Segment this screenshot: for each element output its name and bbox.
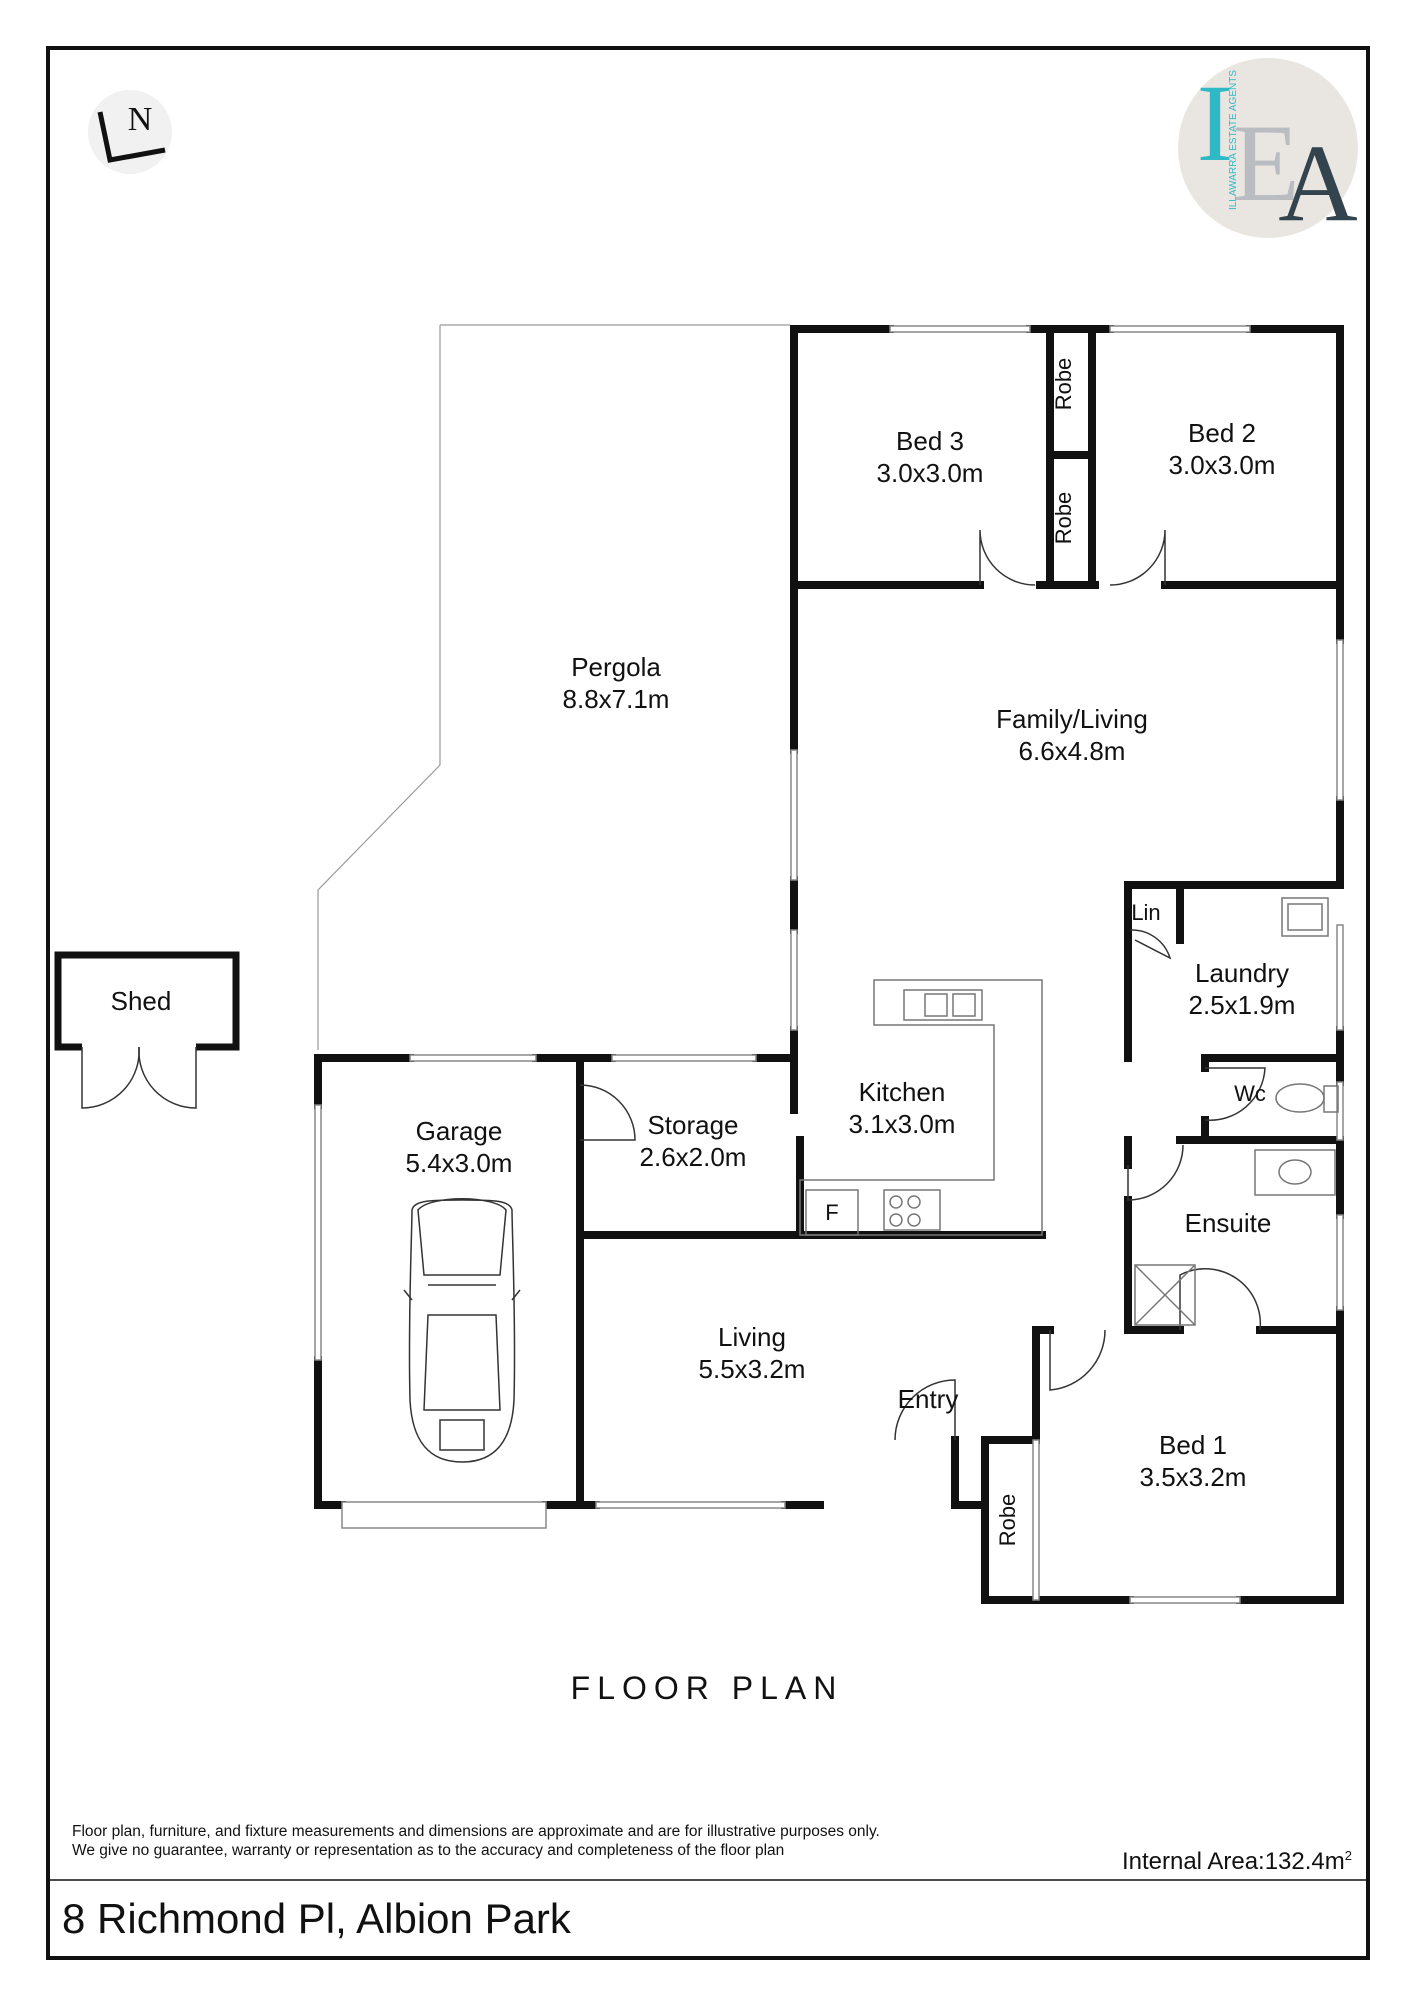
living-dim: 5.5x3.2m [699,1354,806,1384]
toilet [1275,1083,1325,1113]
internal-area: Internal Area:132.4m2 [1122,1848,1352,1876]
pergola-outline [317,324,790,1050]
entry-label: Entry [898,1384,959,1414]
garage-dim: 5.4x3.0m [406,1148,513,1178]
garage-name: Garage [416,1116,503,1146]
ensuite-vanity [1254,1149,1336,1196]
linen-label: Lin [1131,900,1160,925]
logo-text: ILLAWARRA ESTATE AGENTS [1228,70,1239,210]
family-name: Family/Living [996,704,1148,734]
storage-name: Storage [647,1110,738,1140]
shed [54,951,240,1109]
pergola-dim: 8.8x7.1m [563,684,670,714]
internal-area-label: Internal Area:132.4m [1121,1848,1345,1875]
property-address: 8 Richmond Pl, Albion Park [62,1895,571,1942]
bed3-name: Bed 3 [896,426,964,456]
exterior-walls [314,325,1344,1604]
kitchen-name: Kitchen [859,1077,946,1107]
internal-area-unit-sup: 2 [1344,1848,1352,1863]
logo-letter-e: E [1232,102,1299,224]
logo-letter-a: A [1278,122,1357,244]
kitchen-dim: 3.1x3.0m [849,1109,956,1139]
wc-label: Wc [1234,1081,1266,1106]
floor-plan-title: FLOOR PLAN [570,1670,844,1706]
robe-bed2-label: Robe [1051,492,1076,545]
laundry-dim: 2.5x1.9m [1189,990,1296,1020]
north-compass-icon: N [88,90,172,174]
ensuite-basin [1278,1159,1312,1185]
disclaimer: Floor plan, furniture, and fixture measu… [72,1822,1072,1860]
agency-logo: I E A ILLAWARRA ESTATE AGENTS [1178,58,1358,244]
ensuite-label: Ensuite [1185,1208,1272,1238]
room-labels: Pergola 8.8x7.1m Bed 3 3.0x3.0m Bed 2 3.… [111,358,1296,1547]
bed3-dim: 3.0x3.0m [877,458,984,488]
robe-bed1-label: Robe [995,1494,1020,1547]
laundry-tub [1281,897,1329,937]
robe-bed3-label: Robe [1051,358,1076,411]
family-dim: 6.6x4.8m [1019,736,1126,766]
pergola-name: Pergola [571,652,661,682]
compass-letter: N [128,101,153,138]
fridge-label: F [825,1200,838,1225]
windows [314,325,1344,1604]
doors [579,529,1266,1441]
bed1-dim: 3.5x3.2m [1140,1462,1247,1492]
kitchen-bench: F [799,979,1043,1236]
interior-walls [576,325,1344,1509]
shed-label: Shed [111,986,172,1016]
living-name: Living [718,1322,786,1352]
laundry-name: Laundry [1195,958,1289,988]
disclaimer-line-2: We give no guarantee, warranty or repres… [72,1842,785,1859]
disclaimer-line-1: Floor plan, furniture, and fixture measu… [72,1823,880,1840]
storage-dim: 2.6x2.0m [640,1142,747,1172]
bed2-name: Bed 2 [1188,418,1256,448]
car-icon [403,1198,521,1463]
toilet-cistern [1323,1085,1339,1113]
logo-letter-i: I [1197,62,1234,184]
bed2-dim: 3.0x3.0m [1169,450,1276,480]
page-border [46,46,1370,1960]
bed1-name: Bed 1 [1159,1430,1227,1460]
shower [1134,1264,1196,1326]
laundry-tub-inner [1287,903,1323,931]
